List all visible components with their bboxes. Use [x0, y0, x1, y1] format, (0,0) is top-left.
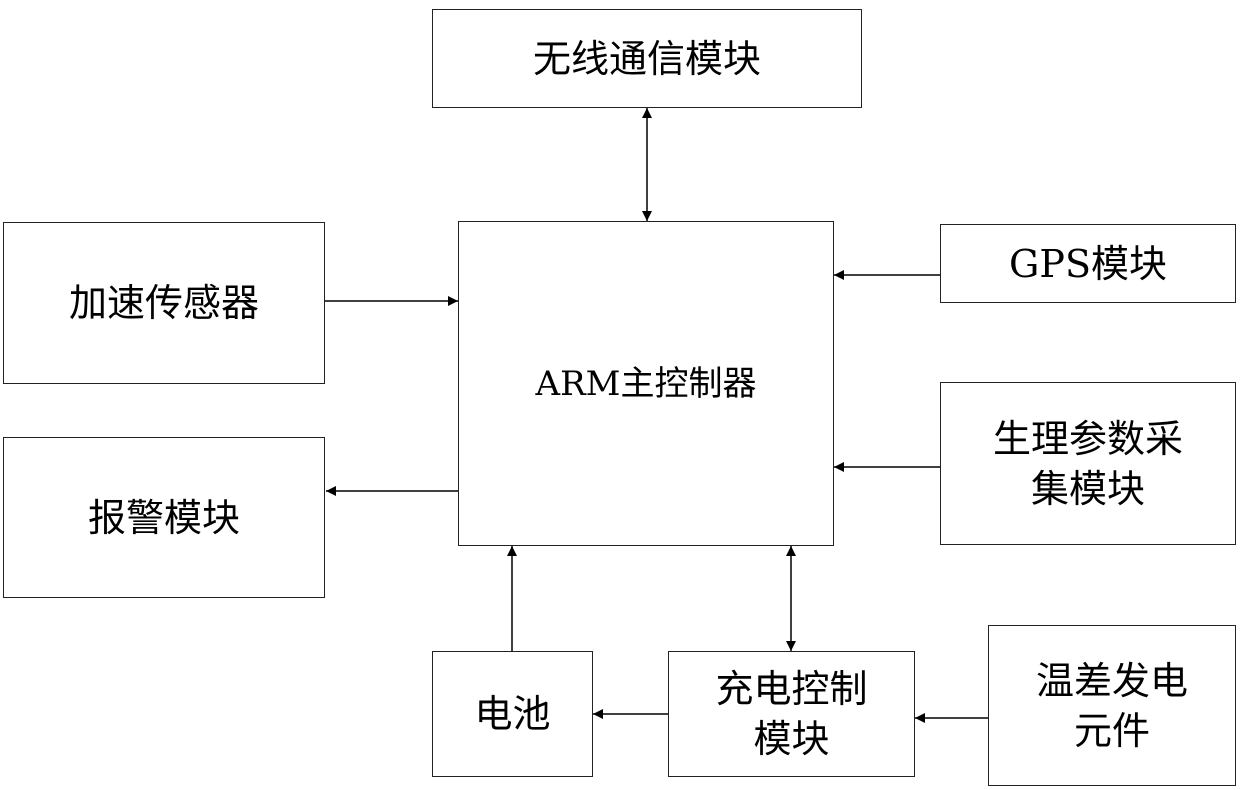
charge-control-label: 充电控制 模块 — [715, 664, 867, 764]
gps-module-box: GPS模块 — [940, 224, 1236, 303]
battery-box: 电池 — [432, 651, 593, 777]
charge-control-box: 充电控制 模块 — [668, 651, 915, 777]
alarm-module-label: 报警模块 — [88, 493, 240, 543]
arm-controller-label: ARM主控制器 — [536, 359, 757, 409]
gps-module-label: GPS模块 — [1009, 239, 1167, 289]
battery-label: 电池 — [474, 689, 550, 739]
wireless-module-label: 无线通信模块 — [533, 34, 761, 84]
physio-module-box: 生理参数采 集模块 — [940, 382, 1236, 545]
accel-sensor-box: 加速传感器 — [3, 222, 325, 384]
wireless-module-box: 无线通信模块 — [432, 9, 862, 108]
teg-element-box: 温差发电 元件 — [988, 625, 1236, 786]
physio-module-label: 生理参数采 集模块 — [993, 414, 1183, 514]
alarm-module-box: 报警模块 — [3, 437, 325, 598]
accel-sensor-label: 加速传感器 — [69, 278, 259, 328]
arm-controller-box: ARM主控制器 — [458, 221, 834, 546]
teg-element-label: 温差发电 元件 — [1036, 656, 1188, 756]
